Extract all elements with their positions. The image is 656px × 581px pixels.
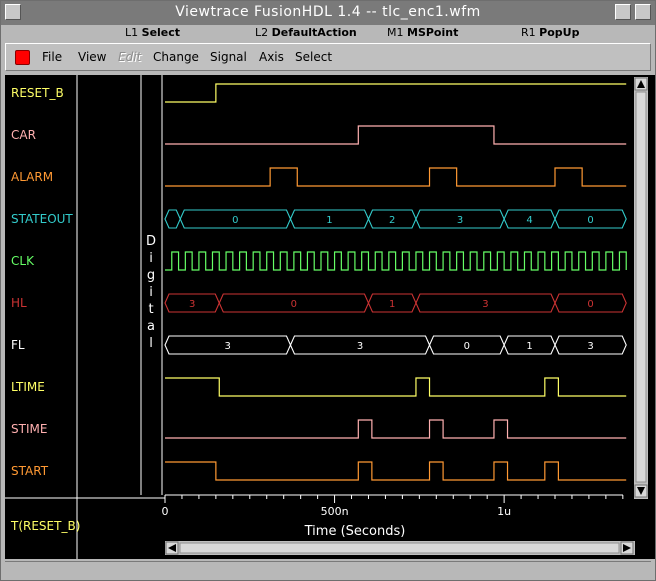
bus-value-label: 3 — [225, 341, 231, 352]
signal-name: LTIME — [11, 380, 45, 394]
signal-trace: 3 3 0 1 3 — [164, 335, 627, 355]
signal-trace — [165, 461, 627, 481]
stop-button[interactable] — [15, 50, 30, 65]
menu-bar: File View Edit Change Signal Axis Select — [5, 43, 651, 71]
bus-value-label: 0 — [587, 299, 593, 310]
bus-value-label: 3 — [189, 299, 195, 310]
arrow-down-icon — [637, 487, 645, 495]
trace-path — [165, 377, 627, 397]
trace-path — [165, 83, 627, 103]
signal-name: CAR — [11, 128, 36, 142]
signal-trace — [165, 251, 627, 271]
signal-name: STATEOUT — [11, 212, 73, 226]
maximize-button[interactable] — [635, 4, 651, 20]
bus-value-label: 3 — [457, 215, 463, 226]
status-bar — [5, 561, 651, 580]
group-label-letter: t — [148, 302, 153, 317]
waveform-display[interactable]: RESET_B CAR ALARM STATEOUT CLK HL FL LTIME STIME… — [5, 75, 655, 559]
bus-value-label: 3 — [357, 341, 363, 352]
mouse-hint-r1: R1 PopUp — [521, 26, 580, 39]
bus-value-label: 0 — [232, 215, 238, 226]
signal-trace: 0 1 2 3 4 0 — [164, 209, 627, 229]
title-bar[interactable]: Viewtrace FusionHDL 1.4 -- tlc_enc1.wfm — [1, 1, 655, 25]
signal-name: FL — [11, 338, 25, 352]
tick-label: 1u — [497, 505, 511, 518]
signal-name: CLK — [11, 254, 35, 268]
mouse-hint-l1: L1 Select — [125, 26, 181, 39]
bus-segment — [164, 209, 181, 229]
panel-frame — [5, 75, 165, 559]
signal-name: RESET_B — [11, 86, 64, 100]
bus-value-label: 1 — [526, 341, 532, 352]
signal-trace — [165, 377, 627, 397]
trace-path — [165, 461, 627, 481]
arrow-up-icon — [637, 80, 645, 88]
signal-name: START — [11, 464, 49, 478]
arrow-right-icon — [623, 544, 631, 552]
menu-signal[interactable]: Signal — [210, 50, 247, 64]
time-axis: 0 500n 1u — [162, 494, 624, 518]
menu-file[interactable]: File — [42, 50, 63, 64]
bus-value-label: 0 — [587, 215, 593, 226]
bus-value-label: 1 — [389, 299, 395, 310]
window-menu-button[interactable] — [5, 4, 21, 20]
group-label-letter: l — [149, 336, 153, 351]
group-label-letter: g — [147, 268, 155, 283]
signal-name-column: RESET_B CAR ALARM STATEOUT CLK HL FL LTIME STIME… — [11, 86, 73, 478]
signal-trace — [165, 83, 627, 103]
signal-trace: 3 0 1 3 0 — [164, 293, 627, 313]
menu-edit: Edit — [118, 50, 142, 64]
signal-traces: 0 1 2 3 4 0 3 0 1 3 0 3 3 0 1 3 — [164, 83, 627, 481]
trace-path — [165, 419, 627, 439]
signal-name: STIME — [11, 422, 47, 436]
bus-value-label: 4 — [526, 215, 532, 226]
group-label-letter: a — [147, 319, 155, 334]
hscroll-thumb — [179, 542, 620, 554]
bus-segment — [554, 335, 627, 355]
tick-label: 500n — [321, 505, 349, 518]
signal-name: HL — [11, 296, 27, 310]
bus-value-label: 2 — [389, 215, 395, 226]
tick-label: 0 — [162, 505, 169, 518]
bus-value-label: 3 — [482, 299, 488, 310]
minimize-button[interactable] — [615, 4, 631, 20]
signal-trace — [165, 419, 627, 439]
group-label-letter: i — [149, 285, 153, 300]
time-axis-label: Time (Seconds) — [304, 524, 406, 539]
trace-path — [165, 167, 627, 187]
bus-value-label: 1 — [326, 215, 332, 226]
arrow-left-icon — [168, 544, 176, 552]
bus-value-label: 3 — [587, 341, 593, 352]
signal-name: ALARM — [11, 170, 53, 184]
horizontal-scrollbar[interactable] — [165, 541, 635, 555]
waveform-panel: RESET_B CAR ALARM STATEOUT CLK HL FL LTIME STIME… — [5, 75, 655, 559]
bus-value-label: 0 — [291, 299, 297, 310]
menu-change[interactable]: Change — [153, 50, 199, 64]
signal-trace — [165, 125, 627, 145]
mouse-hint-m1: M1 MSPoint — [387, 26, 459, 39]
window-title: Viewtrace FusionHDL 1.4 -- tlc_enc1.wfm — [175, 4, 481, 20]
signal-trace — [165, 167, 627, 187]
vscroll-thumb — [635, 91, 647, 483]
vertical-scrollbar[interactable] — [634, 77, 648, 499]
menu-view[interactable]: View — [78, 50, 107, 64]
bus-segment — [554, 209, 627, 229]
cursor-time-label: T(RESET_B) — [10, 519, 80, 533]
menu-select[interactable]: Select — [295, 50, 333, 64]
trace-path — [165, 125, 627, 145]
bus-value-label: 0 — [464, 341, 470, 352]
menu-axis[interactable]: Axis — [259, 50, 284, 64]
group-label-letter: D — [146, 234, 156, 249]
group-label-letter: i — [149, 251, 153, 266]
bus-segment — [554, 293, 627, 313]
mouse-hint-l2: L2 DefaultAction — [255, 26, 357, 39]
mouse-button-legend: L1 Select L2 DefaultAction M1 MSPoint R1… — [1, 25, 655, 41]
trace-path — [165, 251, 627, 271]
